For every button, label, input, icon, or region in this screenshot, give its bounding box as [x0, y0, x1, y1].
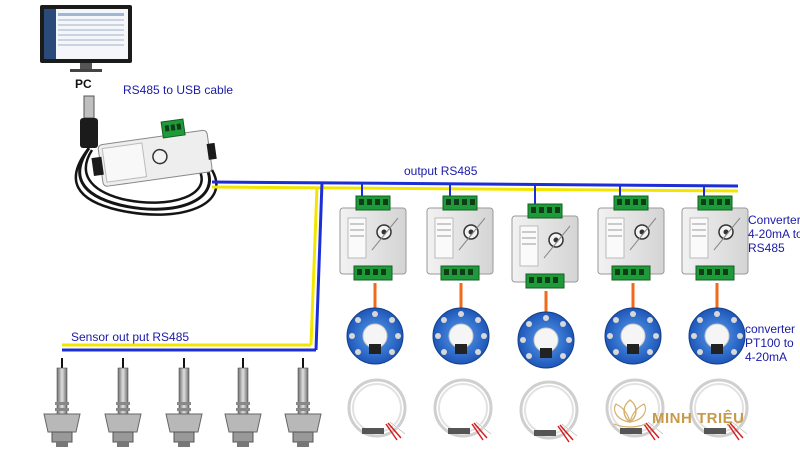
brand-name: MINH TRIỆU [652, 410, 745, 427]
din-rail-module-icon [339, 195, 407, 281]
usb-cable-label: RS485 to USB cable [123, 83, 234, 97]
pc-monitor-icon [40, 5, 132, 72]
pressure-sensor-icon [165, 358, 203, 448]
rs485-sensors [43, 358, 322, 448]
current-loop-wires [373, 283, 719, 312]
pt100-probe-icon [519, 380, 579, 444]
pt100-transmitter-head-icon [688, 307, 746, 365]
output-rs485-label: output RS485 [404, 164, 478, 178]
din-rail-module-icon [511, 203, 579, 289]
pt100-transmitter-head-icon [346, 307, 404, 365]
rs485-bus [62, 180, 739, 352]
din-rail-module-icon [597, 195, 665, 281]
converter-pt100-label: converter PT100 to 4-20mA [745, 322, 796, 364]
pt100-probe-icon [433, 378, 493, 442]
pc-label: PC [75, 77, 92, 91]
pressure-sensor-icon [284, 358, 322, 448]
sensor-output-label: Sensor out put RS485 [71, 330, 190, 344]
pressure-sensor-icon [43, 358, 81, 448]
din-rail-module-icon [426, 195, 494, 281]
converter-rs485-label: Converter 4-20mA to RS485 [748, 213, 800, 255]
pt100-transmitter-head-icon [432, 307, 490, 365]
din-rail-module-icon [681, 195, 749, 281]
pt100-probe-icon [347, 378, 407, 442]
brand-logo: MINH TRIỆU [652, 410, 745, 427]
pressure-sensor-icon [104, 358, 142, 448]
pt100-transmitter-head-icon [604, 307, 662, 365]
lotus-logo-icon [613, 399, 647, 428]
usb-rs485-converter-icon [74, 95, 218, 216]
pressure-sensor-icon [224, 358, 262, 448]
pt100-transmitters [346, 307, 746, 369]
converter-modules [339, 195, 749, 289]
pt100-transmitter-head-icon [517, 311, 575, 369]
